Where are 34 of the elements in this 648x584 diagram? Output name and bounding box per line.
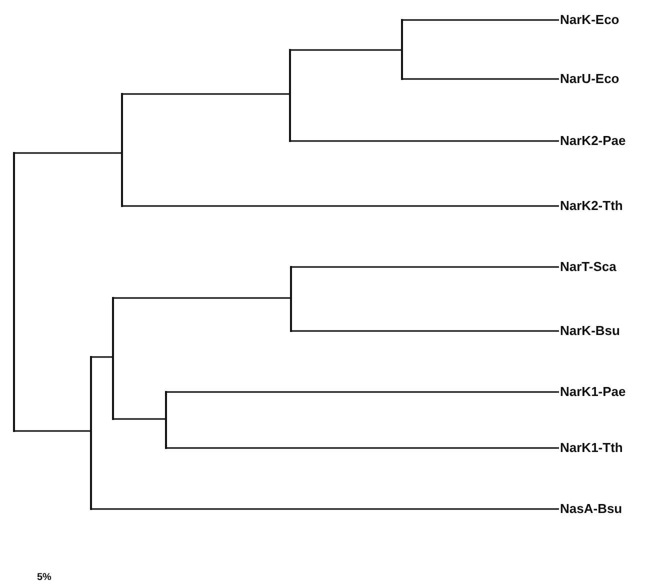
- branch-node-line: [290, 266, 292, 332]
- tree-branch: [92, 356, 113, 358]
- branch-node-line: [121, 93, 123, 207]
- branch-node-line: [112, 297, 114, 420]
- taxon-label: NarK-Bsu: [560, 323, 620, 339]
- branch-node-line: [90, 356, 92, 510]
- tree-branch: [92, 508, 559, 510]
- tree-branch: [114, 297, 291, 299]
- tree-branch: [123, 205, 559, 207]
- tree-branch: [292, 266, 559, 268]
- tree-branch: [15, 430, 91, 432]
- tree-branch: [123, 93, 290, 95]
- taxon-label: NarK2-Tth: [560, 198, 623, 214]
- taxon-label: NarU-Eco: [560, 71, 620, 87]
- branch-node-line: [289, 49, 291, 142]
- tree-branch: [114, 418, 166, 420]
- tree-branch: [291, 49, 402, 51]
- taxon-label: NarK2-Pae: [560, 133, 626, 149]
- taxon-label: NarT-Sca: [560, 259, 616, 275]
- tree-branch: [292, 330, 559, 332]
- tree-branch: [291, 140, 559, 142]
- taxon-label: NarK1-Pae: [560, 384, 626, 400]
- branch-node-line: [401, 19, 403, 80]
- taxon-label: NasA-Bsu: [560, 501, 622, 517]
- tree-branch: [167, 391, 559, 393]
- tree-branch: [167, 447, 559, 449]
- tree-branch: [15, 152, 122, 154]
- branch-node-line: [165, 391, 167, 449]
- scale-label: 5%: [37, 572, 52, 584]
- taxon-label: NarK-Eco: [560, 12, 620, 28]
- tree-branch: [403, 19, 559, 21]
- tree-branch: [403, 78, 559, 80]
- branch-node-line: [13, 152, 15, 432]
- taxon-label: NarK1-Tth: [560, 440, 623, 456]
